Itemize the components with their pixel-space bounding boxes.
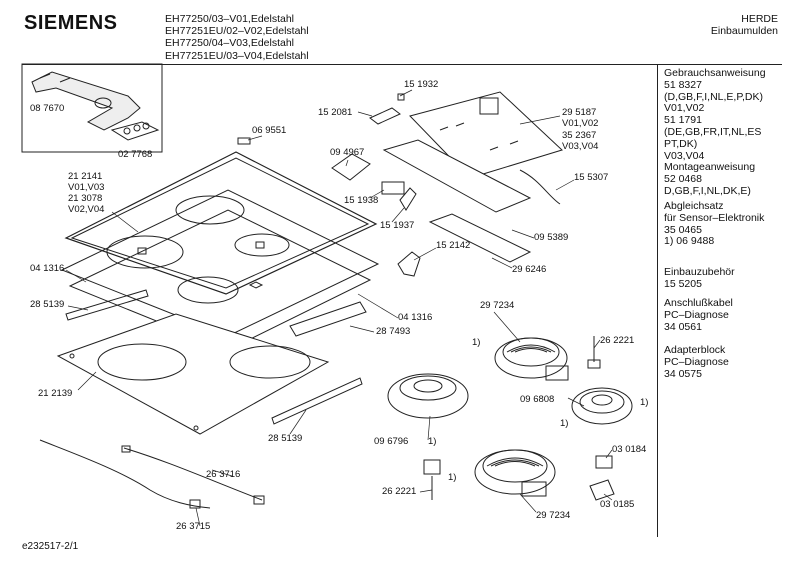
part-label: 1)	[448, 472, 457, 483]
part-label: 09 6808	[520, 394, 555, 405]
terminal-030185	[589, 479, 615, 501]
sidebar-block-accessory: Einbauzubehör 15 5205	[664, 266, 735, 290]
part-label: 03 0185	[600, 499, 635, 510]
dual-ring-heater-right	[571, 387, 633, 425]
part-label: 21 2141	[68, 171, 103, 182]
part-label: 29 5187	[562, 107, 597, 118]
gasket-frame	[60, 189, 380, 337]
part-label: 1)	[428, 436, 437, 447]
temperature-sensor-262221-top	[587, 336, 601, 369]
part-label: 28 5139	[30, 299, 65, 310]
support-tray	[56, 313, 330, 435]
model-list: EH77250/03–V01,Edelstahl EH77251EU/02–V0…	[165, 13, 309, 62]
inset-frame	[21, 63, 163, 153]
model-line: EH77250/03–V01,Edelstahl	[165, 13, 295, 25]
part-label: 26 2221	[382, 486, 417, 497]
dual-ring-heater-left	[387, 373, 469, 419]
model-line: EH77250/04–V03,Edelstahl	[165, 37, 295, 50]
part-label: 15 1937	[380, 220, 415, 231]
part-label: 29 7234	[480, 300, 515, 311]
control-panel-095389	[382, 139, 532, 263]
switch-151937	[399, 187, 417, 211]
part-label: V02,V04	[68, 204, 105, 215]
category-title: HERDE	[741, 13, 778, 25]
sidebar-block-manuals: Gebrauchsanweisung 51 8327 (D,GB,F,I,NL,…	[664, 67, 766, 197]
part-label: V03,V04	[562, 141, 599, 152]
part-label: V01,V02	[562, 118, 599, 129]
part-label: 28 5139	[268, 433, 303, 444]
side-rail-right	[271, 377, 363, 425]
part-label: 09 4967	[330, 147, 365, 158]
part-label: 09 6796	[374, 436, 409, 447]
header-divider	[22, 64, 782, 65]
sensor-housing-152081	[369, 93, 405, 125]
sidebar-divider	[657, 64, 658, 537]
switch-151938	[381, 181, 405, 195]
temperature-sensor-262221-bottom	[423, 459, 441, 500]
model-line: EH77251EU/02–V02,Edelstahl	[165, 25, 309, 38]
brand-logo: SIEMENS	[24, 12, 118, 34]
sidebar-block-cable: Anschlußkabel PC–Diagnose 34 0561	[664, 297, 733, 333]
part-label: V01,V03	[68, 182, 105, 193]
part-label: 06 9551	[252, 125, 287, 136]
bracket-094967	[331, 153, 371, 181]
part-label: 29 7234	[536, 510, 571, 521]
terminal-block-030184	[595, 455, 613, 469]
part-label: 15 2081	[318, 107, 353, 118]
part-label: 08 7670	[30, 103, 65, 114]
sidebar-block-calibration: Abgleichsatz für Sensor–Elektronik 35 04…	[664, 200, 765, 248]
radiant-heater-top	[494, 337, 569, 381]
part-label: 21 3078	[68, 193, 103, 204]
part-label: 26 2221	[600, 335, 635, 346]
cable-263716	[123, 447, 263, 501]
part-label: 28 7493	[376, 326, 411, 337]
part-label: 1)	[560, 418, 569, 429]
part-label: 15 1938	[344, 195, 379, 206]
part-label: 26 3716	[206, 469, 241, 480]
part-label: 15 5307	[574, 172, 609, 183]
category-block: HERDE Einbaumulden	[711, 13, 778, 37]
sidebar-block-adapter: Adapterblock PC–Diagnose 34 0575	[664, 344, 729, 380]
radiant-heater-bottom	[474, 449, 556, 497]
part-label: 04 1316	[30, 263, 65, 274]
model-line: EH77251EU/03–V04,Edelstahl	[165, 49, 309, 62]
part-label: 04 1316	[398, 312, 433, 323]
part-label: 1)	[472, 337, 481, 348]
cable-263715	[39, 439, 211, 509]
part-label: 35 2367	[562, 130, 597, 141]
part-label: 15 1932	[404, 79, 439, 90]
part-label: 1)	[640, 397, 649, 408]
side-rail-left	[65, 289, 149, 321]
document-id: e232517-2/1	[22, 541, 79, 552]
mounting-bracket-part	[31, 71, 141, 131]
part-label: 02 7768	[118, 149, 153, 160]
part-label: 03 0184	[612, 444, 647, 455]
part-label: 15 2142	[436, 240, 471, 251]
clip-part	[237, 137, 251, 145]
part-label: 09 5389	[534, 232, 569, 243]
seal-plate-part	[110, 121, 160, 141]
cable-cover	[289, 301, 367, 337]
category-subtitle: Einbaumulden	[710, 25, 778, 38]
glass-ceramic-hob	[64, 151, 378, 304]
ribbon-cable-155307	[519, 169, 561, 205]
part-label: 29 6246	[512, 264, 547, 275]
connector-152142	[397, 251, 421, 277]
part-label: 26 3715	[176, 521, 211, 532]
part-label: 21 2139	[38, 388, 73, 399]
